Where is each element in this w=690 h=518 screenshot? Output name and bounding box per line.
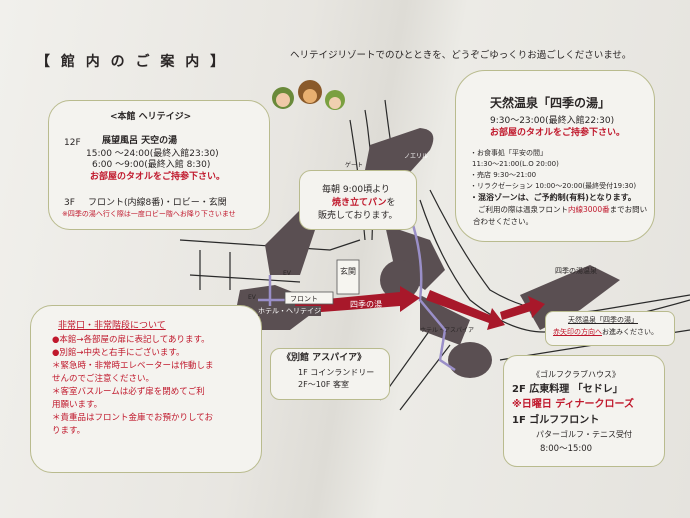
map-label-genkan: 玄関 [340,267,356,276]
map-label-gate: ゲート [345,162,364,169]
building-shiki-onsen [520,265,620,330]
building-aspire [420,295,470,345]
map-label-shiki-arrow: 四季の湯 [350,300,382,309]
onsen-relax: ・リラクゼーション 10:00～20:00(最終受付19:30) [470,182,637,190]
front-block [284,291,334,305]
annex-line2: 2F～10F 客室 [298,380,350,389]
onsen-contact: ご利用の際は温泉フロント内線3000番までお問い [478,205,648,214]
welcome-message: ヘリテイジリゾートでのひとときを、どうぞごゆっくりお過ごしくださいませ。 [290,50,632,61]
golf-closed-note: ※日曜日 ディナークローズ [512,399,635,410]
page-title: 【 館 内 の ご 案 内 】 [36,54,228,70]
red-arrow-shiki [295,286,420,314]
bakery-info-box [299,170,417,230]
annex-heading: 《別館 アスパイア》 [282,353,367,363]
onsen-shop: ・売店 9:30～21:00 [470,171,537,179]
honkan-info-box [48,100,270,230]
honkan-floor12: 12F [64,138,81,148]
onsen-towel-note: お部屋のタオルをご持参下さい。 [490,128,626,138]
golf-hours: 8:00～15:00 [540,444,593,454]
emergency-line: ●別館→中央と右手にございます。 [52,348,185,358]
building-aspire-round [448,342,492,378]
emergency-lines: ●本館→各部屋の扉に表記してあります。 ●別館→中央と右手にございます。 ＊緊急… [52,334,214,438]
annex-info-box [270,348,390,400]
golf-line2: 1F ゴルフフロント [512,415,600,426]
onsen-info-box [455,70,655,242]
onsen-dining: ・お食事処「平安の間」 [470,149,547,157]
emergency-line: せんのでご注意ください。 [52,374,155,384]
red-arrows [295,286,545,330]
direction-info-box [545,311,675,346]
honkan-hours1: 15:00 ～24:00(最終入館23:30) [86,149,219,159]
onsen-hours: 9:30～23:00(最終入館22:30) [490,116,615,126]
honkan-hours2: 6:00 ～9:00(最終入館 8:30) [92,160,211,170]
map-label-shiki-onsen: 四季の湯温泉 [555,267,597,275]
map-label-front: フロント [290,295,318,303]
annex-line1: 1F コインランドリー [298,368,375,377]
bakery-line3: 販売しております。 [318,211,398,221]
emergency-line: ＊貴重品はフロント金庫でお預かりしてお [52,413,213,423]
onsen-mixed-zone: ・混浴ゾーンは、ご予約制(有料)となります。 [470,193,636,202]
honkan-note: ※四季の湯へ行く際は一度ロビー階へお降り下さいませ [62,210,236,218]
bakery-line2: 焼き立てパンを [332,198,396,208]
onsen-contact-end: 合わせください。 [473,217,533,226]
map-label-hotel-heritage: ホテル・ヘリテイジ [258,306,321,316]
map-label-ev: EV [248,294,256,301]
red-arrow-diagonal [426,290,505,330]
map-label-ev: EV [283,270,291,277]
honkan-bath-name: 展望風呂 天空の湯 [102,136,178,146]
mascot-characters [272,80,345,110]
emergency-info-box [30,305,262,473]
golf-line3: パターゴルフ・テニス受付 [536,430,632,439]
direction-text: 赤矢印の方向へお進みください。 [553,328,658,336]
honkan-front: フロント(内線8番)・ロビー・玄関 [88,198,227,208]
map-label-noeriru: ノエリル [404,153,429,160]
emergency-line: ●本館→各部屋の扉に表記してあります。 [52,335,210,345]
genkan-block [336,259,360,295]
golf-heading: 《ゴルフクラブハウス》 [532,370,620,379]
direction-title: 天然温泉「四季の湯」 [568,316,638,324]
onsen-dining-hours: 11:30～21:00(L.O 20:00) [472,160,559,168]
honkan-heading: <本館 ヘリテイジ> [110,112,192,122]
red-arrow-onsen [500,296,545,320]
map-buildings [235,128,620,378]
building-round [380,260,420,300]
bakery-line1: 毎朝 9:00頃より [322,185,390,195]
emergency-line: ります。 [52,426,86,436]
honkan-towel-note: お部屋のタオルをご持参下さい。 [90,172,226,182]
emergency-line: ＊緊急時・非常時エレベーターは作動しま [52,361,214,371]
onsen-title: 天然温泉「四季の湯」 [490,96,611,110]
golf-line1: 2F 広東料理 「セドレ」 [512,384,623,395]
building-center [385,225,445,290]
honkan-floor3: 3F [64,198,75,208]
emergency-heading: 非常口・非常階段について [58,321,166,331]
emergency-line: 用願います。 [52,400,103,410]
emergency-line: ＊客室バスルームは必ず扉を閉めてご利 [52,387,205,397]
map-label-hotel-aspire: ホテル・アスパイア [420,327,475,334]
golf-info-box [503,355,665,467]
